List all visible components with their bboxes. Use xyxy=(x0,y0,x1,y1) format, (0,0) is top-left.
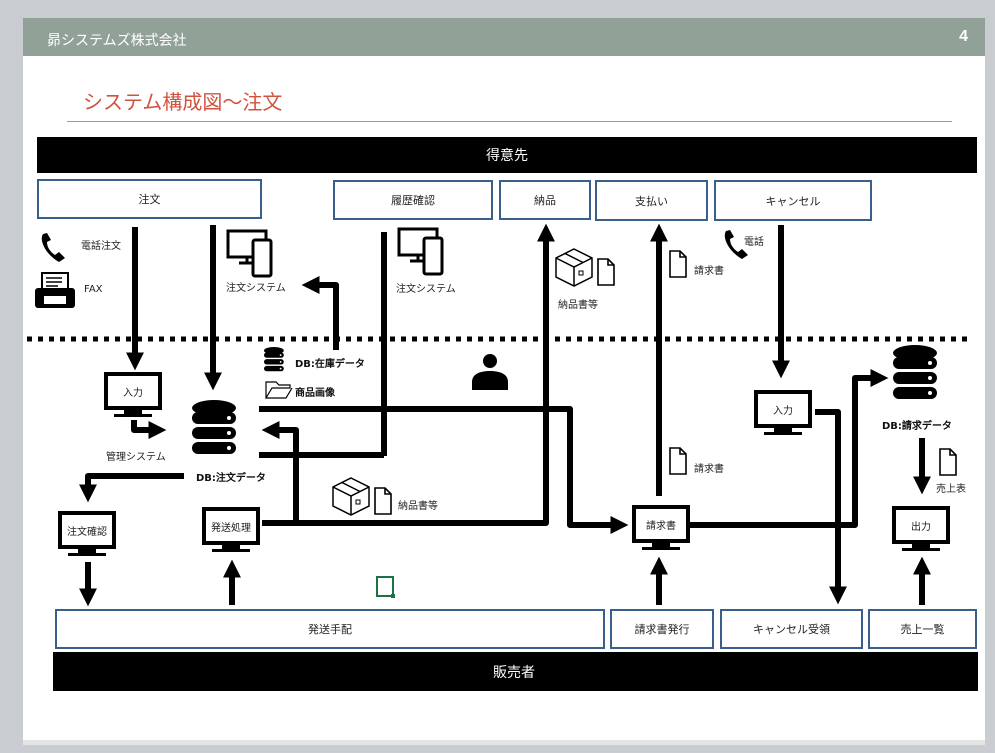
fax-label: FAX xyxy=(84,284,103,295)
billing-db-icon xyxy=(893,345,937,399)
invoice-label-2: 請求書 xyxy=(694,464,724,475)
package-icon-2 xyxy=(332,477,370,516)
phone-label: 電話 xyxy=(744,237,764,248)
title-divider xyxy=(67,121,952,122)
billing-db-label: DB:請求データ xyxy=(882,421,952,432)
order-box-label: 注文 xyxy=(138,193,161,206)
shipping-arrangement-label: 発送手配 xyxy=(308,623,352,636)
selection-marker-icon xyxy=(376,576,395,598)
arrow-shipping-to-delivery xyxy=(262,223,555,526)
order-system-device-icon-2 xyxy=(397,227,444,276)
sales-sheet-label: 売上表 xyxy=(936,484,966,495)
order-db-label: DB:注文データ xyxy=(196,473,266,484)
vendor-band-label: 販売者 xyxy=(493,664,535,681)
invoice-issue-box[interactable]: 請求書発行 xyxy=(610,609,714,649)
phone-order-label: 電話注文 xyxy=(81,241,121,252)
package-icon-1 xyxy=(555,248,593,287)
order-box[interactable]: 注文 xyxy=(37,179,262,219)
shipping-arrangement-box[interactable]: 発送手配 xyxy=(55,609,605,649)
header-bar xyxy=(23,18,985,56)
slide-bottom-edge xyxy=(23,740,985,745)
arrow-invoice-to-billingdb xyxy=(690,369,889,528)
slide-title[interactable]: システム構成図～注文 xyxy=(83,90,283,114)
phone-icon xyxy=(41,233,65,262)
sales-doc-icon xyxy=(939,448,957,476)
input-monitor-label: 入力 xyxy=(123,387,143,399)
arrow-mgmt-to-db xyxy=(131,420,167,439)
stock-db-icon xyxy=(264,347,284,372)
stock-db-label: DB:在庫データ xyxy=(295,359,365,370)
payment-box[interactable]: 支払い xyxy=(595,180,708,221)
company-name: 昴システムズ株式会社 xyxy=(47,33,187,49)
history-check-box-label: 履歴確認 xyxy=(391,194,435,207)
shipping-monitor-label: 発送処理 xyxy=(211,522,251,534)
order-db-icon xyxy=(192,400,236,454)
sales-list-label: 売上一覧 xyxy=(900,623,945,636)
delivery-docs-label-1: 納品書等 xyxy=(558,300,598,311)
person-icon xyxy=(472,354,508,390)
invoice-issue-label: 請求書発行 xyxy=(634,623,690,636)
order-system-label-2: 注文システム xyxy=(396,284,456,295)
folder-icon xyxy=(264,381,293,399)
page-number: 4 xyxy=(959,28,968,45)
product-images-label: 商品画像 xyxy=(295,388,335,399)
cancel-box[interactable]: キャンセル xyxy=(714,180,872,221)
order-system-device-icon-1 xyxy=(226,229,273,278)
arrow-shipping-to-db xyxy=(261,421,299,523)
document-icon-1 xyxy=(597,258,615,286)
input-right-monitor-label: 入力 xyxy=(773,405,793,417)
cancel-receipt-label: キャンセル受領 xyxy=(753,623,830,636)
invoice-doc-icon-2 xyxy=(669,447,687,475)
cancel-box-label: キャンセル xyxy=(765,194,821,208)
arrow-db-to-orderconfirm xyxy=(79,473,184,503)
delivery-box[interactable]: 納品 xyxy=(499,180,591,220)
document-icon-2 xyxy=(374,487,392,515)
arrow-db-to-invoice xyxy=(259,406,629,534)
history-check-box[interactable]: 履歴確認 xyxy=(333,180,493,220)
order-system-label-1: 注文システム xyxy=(226,283,286,294)
order-confirm-monitor-label: 注文確認 xyxy=(67,526,107,538)
cancel-receipt-box[interactable]: キャンセル受領 xyxy=(720,609,863,649)
customer-band[interactable]: 得意先 xyxy=(37,137,977,173)
invoice-label-1: 請求書 xyxy=(694,266,724,277)
vendor-band[interactable]: 販売者 xyxy=(53,652,978,691)
customer-band-label: 得意先 xyxy=(486,148,528,164)
arrow-input-to-cancel-receipt xyxy=(815,409,847,605)
payment-box-label: 支払い xyxy=(635,194,668,208)
delivery-box-label: 納品 xyxy=(534,194,556,207)
invoice-doc-icon-1 xyxy=(669,250,687,278)
management-system-label: 管理システム xyxy=(106,452,166,463)
arrow-stock-to-ordersystem xyxy=(301,276,339,350)
delivery-docs-label-2: 納品書等 xyxy=(398,501,438,512)
invoice-monitor-label: 請求書 xyxy=(646,520,676,532)
output-monitor-label: 出力 xyxy=(911,521,931,533)
fax-icon xyxy=(35,272,75,308)
sales-list-box[interactable]: 売上一覧 xyxy=(868,609,977,649)
